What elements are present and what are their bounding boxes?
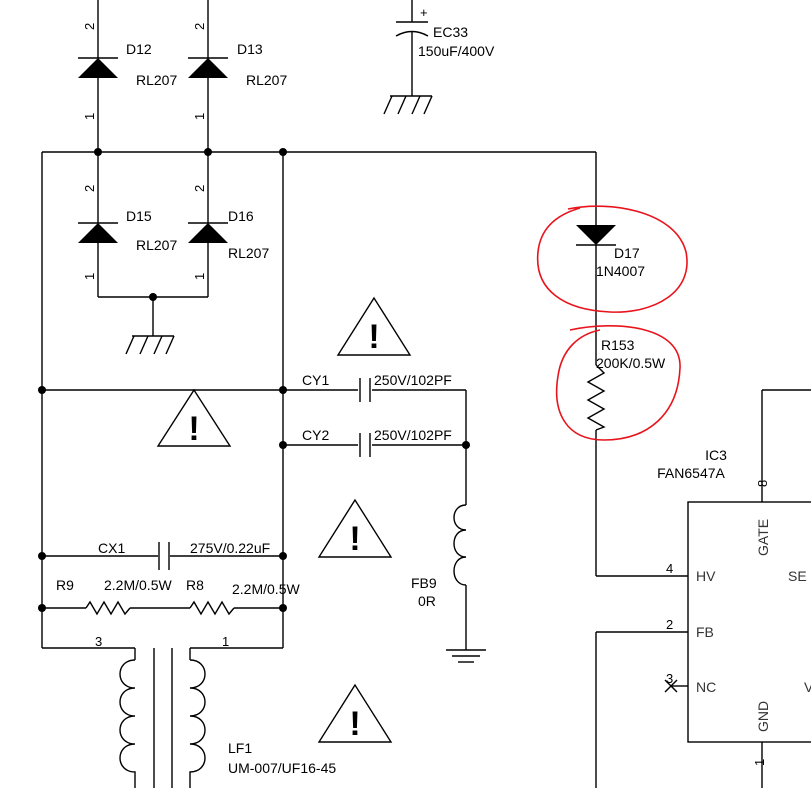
ic3-pin-hv-name: HV [696, 568, 716, 584]
d16-pin-bot: 1 [192, 273, 207, 280]
capacitor-cx1: CX1 275V/0.22uF [98, 540, 270, 570]
warning-mark-3: ! [349, 520, 360, 558]
ec33-ref: EC33 [433, 24, 468, 40]
highlight-circle-r153 [555, 325, 681, 441]
ic3-pin-fb-name: FB [696, 624, 714, 640]
choke-lf1: 3 1 LF1 UM-007/UF16-45 [95, 634, 336, 788]
ic3-pin-sense-partial: SE [788, 568, 807, 584]
d16-ref: D16 [228, 208, 254, 224]
d17-value: 1N4007 [596, 263, 645, 279]
resistor-r9: R9 2.2M/0.5W [56, 577, 172, 616]
d13-value: RL207 [246, 72, 287, 88]
junction-dots [38, 148, 470, 612]
ic3-pin-gate-name: GATE [755, 519, 771, 556]
inductor-fb9: FB9 0R [411, 504, 486, 663]
ic3-pin-fb-num: 2 [666, 617, 673, 632]
ic3-pin-gnd-num: 1 [752, 759, 767, 766]
cy1-ref: CY1 [302, 372, 329, 388]
cy2-ref: CY2 [302, 427, 329, 443]
d17-ref: D17 [614, 245, 640, 261]
hv-path-wires [595, 152, 688, 577]
ec33-value: 150uF/400V [418, 43, 495, 59]
r153-ref: R153 [601, 337, 635, 353]
r9-ref: R9 [56, 577, 74, 593]
warning-mark-2: ! [188, 410, 199, 448]
d15-ref: D15 [126, 208, 152, 224]
ic3-pin-v-partial: V [804, 679, 811, 695]
capacitor-cy2: CY2 250V/102PF [302, 427, 452, 457]
d12-ref: D12 [126, 41, 152, 57]
diode-d13: 2 1 D13 RL207 [188, 23, 287, 120]
d12-pin-top: 2 [82, 23, 97, 30]
ic3-pin-gnd-name: GND [755, 701, 771, 732]
warning-mark-4: ! [349, 705, 360, 743]
d13-ref: D13 [237, 41, 263, 57]
ic3-controller: IC3 FAN6547A 4 HV 2 FB 3 NC 8 GATE GND 1… [595, 389, 811, 788]
ic3-value: FAN6547A [657, 465, 725, 481]
d13-pin-bot: 1 [192, 113, 207, 120]
lf1-ref: LF1 [228, 740, 252, 756]
r8-ref: R8 [186, 577, 204, 593]
warning-mark-1: ! [368, 318, 379, 356]
d12-pin-bot: 1 [82, 113, 97, 120]
cy2-value: 250V/102PF [374, 427, 452, 443]
warning-icon-3: ! [317, 498, 393, 558]
cx1-ref: CX1 [98, 540, 125, 556]
ic3-pin-gate-num: 8 [755, 480, 770, 487]
warning-icon-1: ! [336, 296, 412, 356]
input-network-wires [41, 152, 467, 650]
r153-value: 200K/0.5W [596, 355, 666, 371]
warning-icon-4: ! [317, 683, 393, 743]
lf1-value: UM-007/UF16-45 [228, 760, 336, 776]
highlight-circle-d17 [536, 205, 688, 313]
diode-d17: D17 1N4007 [576, 225, 645, 279]
d15-value: RL207 [136, 237, 177, 253]
resistor-r8: R8 2.2M/0.5W [186, 577, 300, 616]
ic3-ref: IC3 [705, 447, 727, 463]
warning-icon-2: ! [156, 388, 232, 448]
fb9-value: 0R [418, 593, 436, 609]
lf1-pin-left: 3 [95, 634, 102, 649]
diode-d15: 2 1 D15 RL207 [78, 185, 177, 280]
diode-d12: 2 1 D12 RL207 [78, 23, 177, 120]
ic3-pin-hv-num: 4 [666, 561, 673, 576]
capacitor-cy1: CY1 250V/102PF [302, 372, 452, 402]
r8-value: 2.2M/0.5W [232, 581, 300, 597]
d16-value: RL207 [228, 245, 269, 261]
resistor-r153: R153 200K/0.5W [586, 337, 666, 431]
d12-value: RL207 [136, 72, 177, 88]
r9-value: 2.2M/0.5W [104, 577, 172, 593]
diode-d16: 2 1 D16 RL207 [188, 185, 269, 280]
ic3-pin-nc-name: NC [696, 679, 716, 695]
d16-pin-top: 2 [192, 185, 207, 192]
ic3-pin-nc-num: 3 [666, 671, 673, 686]
d13-pin-top: 2 [192, 23, 207, 30]
d15-pin-bot: 1 [82, 273, 97, 280]
lf1-pin-right: 1 [222, 634, 229, 649]
capacitor-ec33: + EC33 150uF/400V [383, 0, 495, 115]
cy1-value: 250V/102PF [374, 372, 452, 388]
cx1-value: 275V/0.22uF [190, 540, 270, 556]
d15-pin-top: 2 [82, 185, 97, 192]
fb9-ref: FB9 [411, 575, 437, 591]
ec33-polarity: + [420, 5, 428, 20]
